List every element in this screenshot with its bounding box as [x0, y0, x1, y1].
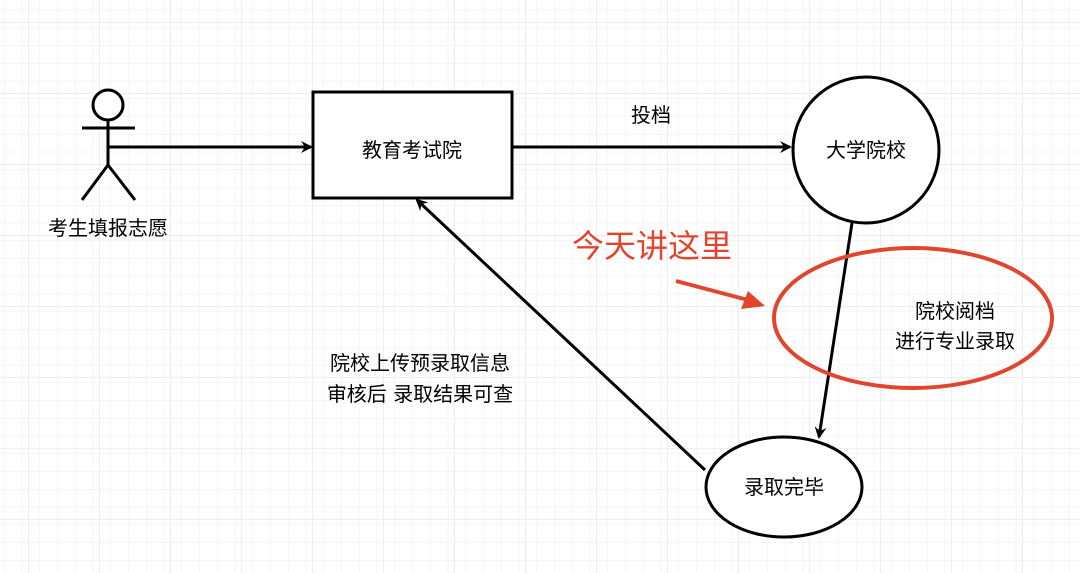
callout-text: 今天讲这里 [572, 227, 732, 265]
exam-institute-label: 教育考试院 [362, 138, 462, 162]
arrow-done-to-institute [415, 198, 707, 472]
upload-label-line1: 院校上传预录取信息 [330, 351, 510, 375]
node-exam-institute[interactable] [311, 90, 514, 200]
actor-label: 考生填报志愿 [48, 216, 168, 240]
node-admission-done[interactable] [704, 435, 864, 539]
upload-label-line2: 审核后 录取结果可查 [327, 382, 513, 406]
actor-stick-figure[interactable] [80, 88, 137, 201]
node-university[interactable] [791, 75, 941, 225]
highlight-label-line2: 进行专业录取 [895, 329, 1015, 353]
arrow-university-to-done [814, 222, 854, 439]
submit-files-label: 投档 [631, 103, 671, 127]
callout-arrow-icon [675, 279, 765, 309]
highlight-ellipse [772, 246, 1054, 390]
university-label: 大学院校 [826, 138, 906, 162]
admission-done-label: 录取完毕 [744, 475, 824, 499]
highlight-label-line1: 院校阅档 [915, 299, 995, 323]
